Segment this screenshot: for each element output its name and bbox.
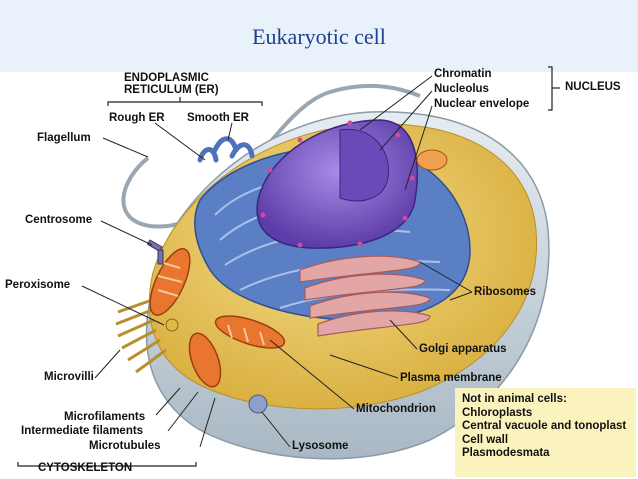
label-centrosome: Centrosome bbox=[25, 214, 93, 226]
label-er-group: ENDOPLASMIC RETICULUM (ER) bbox=[124, 72, 219, 96]
microvilli-shapes bbox=[115, 298, 167, 374]
note-item: Chloroplasts bbox=[462, 406, 533, 419]
leader-lines bbox=[81, 75, 473, 448]
nucleolus-shape bbox=[339, 128, 389, 202]
label-golgi: Golgi apparatus bbox=[419, 343, 507, 355]
note-item: Plasmodesmata bbox=[462, 447, 550, 460]
label-mitochondrion: Mitochondrion bbox=[356, 403, 436, 415]
note-heading: Not in animal cells: bbox=[462, 393, 567, 405]
title-bar bbox=[0, 0, 638, 72]
label-flagellum: Flagellum bbox=[37, 132, 91, 144]
label-plasma-membrane: Plasma membrane bbox=[400, 372, 502, 384]
nuclear-pores bbox=[260, 120, 415, 248]
label-nuclear-envelope: Nuclear envelope bbox=[434, 98, 530, 110]
label-nucleus: NUCLEUS bbox=[565, 81, 621, 93]
golgi-shape bbox=[299, 255, 431, 337]
brackets bbox=[17, 66, 560, 467]
label-intermediate-filaments: Intermediate filaments bbox=[21, 425, 144, 437]
not-in-animal-cells-box: Not in animal cells: Chloroplasts Centra… bbox=[455, 388, 636, 477]
page-title: Eukaryotic cell bbox=[252, 24, 386, 49]
label-cytoskeleton: CYTOSKELETON bbox=[38, 462, 133, 474]
label-rough-er: Rough ER bbox=[109, 112, 165, 124]
label-chromatin: Chromatin bbox=[434, 68, 492, 80]
label-microfilaments: Microfilaments bbox=[64, 411, 146, 423]
label-microtubules: Microtubules bbox=[89, 440, 161, 452]
label-peroxisome: Peroxisome bbox=[5, 279, 71, 291]
label-microvilli: Microvilli bbox=[44, 371, 94, 383]
label-ribosomes: Ribosomes bbox=[474, 286, 536, 298]
mitochondria-shapes bbox=[149, 149, 448, 388]
label-lysosome: Lysosome bbox=[292, 440, 349, 452]
lysosome-shape bbox=[248, 394, 268, 414]
label-nucleolus: Nucleolus bbox=[434, 83, 489, 95]
label-smooth-er: Smooth ER bbox=[187, 112, 249, 124]
note-item: Cell wall bbox=[462, 433, 509, 446]
centrosome-shape bbox=[146, 239, 164, 265]
note-item: Central vacuole and tonoplast bbox=[462, 420, 627, 433]
peroxisome-shape bbox=[165, 318, 179, 332]
